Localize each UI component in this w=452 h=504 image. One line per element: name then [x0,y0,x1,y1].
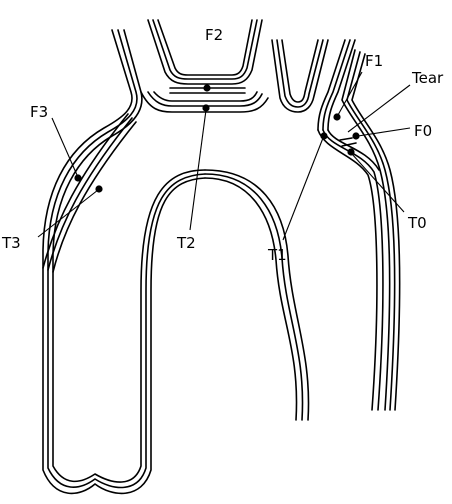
point-t0 [347,148,355,156]
aorta-walls [42,19,401,495]
measurement-points [74,84,360,193]
point-f2 [203,84,211,92]
leader-f3 [51,117,78,176]
point-f1 [333,113,341,121]
leader-t1 [282,137,324,241]
descending-aorta [317,39,401,411]
label-f1: F1 [365,52,383,70]
leader-lines [37,71,411,241]
label-t0: T0 [407,214,427,232]
arch-inner-wall [204,169,310,421]
descending-dissection-flap [317,129,384,411]
point-t1 [320,132,328,140]
label-f2: F2 [205,26,223,44]
label-t2: T2 [176,234,196,252]
label-f0: F0 [414,122,432,140]
leader-t3 [37,189,99,238]
leader-tear [347,84,411,133]
label-t1: T1 [267,246,287,264]
labels: F2 F3 T3 T2 T1 F1 Tear F0 T0 [1,26,444,264]
point-f3 [74,174,82,182]
ascending-wall-left [42,29,206,495]
point-f0 [352,132,360,140]
leader-f0 [357,127,411,137]
label-f3: F3 [30,103,48,121]
leader-t2 [189,109,207,231]
leader-t0 [351,153,405,213]
leader-f1 [337,71,363,116]
label-tear: Tear [411,69,444,87]
brachiocephalic-branch [147,19,263,94]
point-t2 [202,104,210,112]
carotid-branch [271,39,329,113]
label-t3: T3 [1,234,21,252]
